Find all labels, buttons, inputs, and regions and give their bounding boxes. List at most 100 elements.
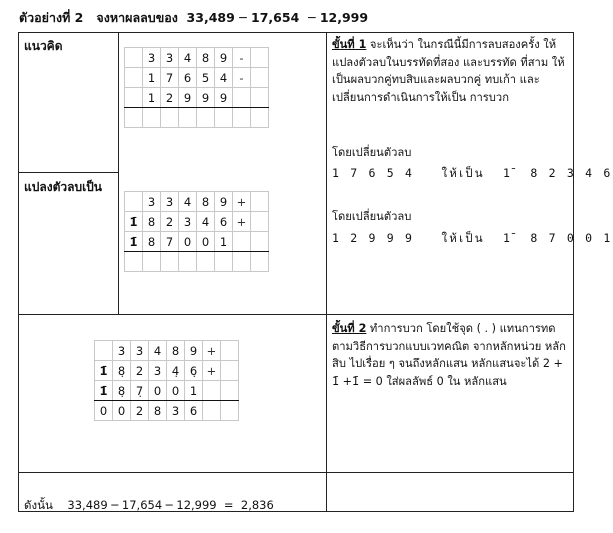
step1-heading: ขั้นที่ 1 xyxy=(332,38,367,51)
step2-heading: ขั้นที่ 2 xyxy=(332,322,367,335)
grid-cell xyxy=(124,251,143,272)
grid-cell xyxy=(250,211,269,232)
grid-cell xyxy=(220,380,239,401)
grid-cell: 7̣ xyxy=(130,380,149,401)
grid-cell: 9 xyxy=(196,87,215,108)
grid-cell: + xyxy=(232,191,251,212)
grid-cell: 2 xyxy=(160,211,179,232)
grid-cell: 2 xyxy=(160,87,179,108)
step1-sub1-label: โดยเปลี่ยนตัวลบ xyxy=(332,146,412,159)
grid-cell: 1 xyxy=(142,67,161,88)
grid-cell xyxy=(214,251,233,272)
grid-cell xyxy=(202,400,221,421)
grid-cell: 7 xyxy=(160,67,179,88)
divider-row-1 xyxy=(18,172,119,173)
grid-cell: 0 xyxy=(112,400,131,421)
grid-cell xyxy=(232,251,251,272)
grid-cell: 3 xyxy=(160,47,179,68)
grid-cell: 3 xyxy=(160,191,179,212)
grid-cell: 1 xyxy=(214,231,233,252)
grid-cell xyxy=(232,87,251,108)
grid-cell xyxy=(160,107,179,128)
grid-cell: 1 xyxy=(142,87,161,108)
grid-cell: 9 xyxy=(214,191,233,212)
grid-cell xyxy=(94,340,113,361)
step1-paragraph: ขั้นที่ 1 จะเห็นว่า ในกรณีนี้มีการลบสองค… xyxy=(332,36,568,106)
grid-cell: 8̣ xyxy=(112,380,131,401)
grid-cell: 1̄ xyxy=(124,211,143,232)
grid-cell: 9 xyxy=(214,47,233,68)
grid-cell: 4 xyxy=(148,340,167,361)
grid-cell: 2 xyxy=(130,400,149,421)
grid-cell xyxy=(196,107,215,128)
grid-cell xyxy=(220,400,239,421)
grid-cell: 5 xyxy=(196,67,215,88)
grid-cell: 4 xyxy=(178,47,197,68)
grid-cell: 8 xyxy=(196,47,215,68)
grid-cell: 6 xyxy=(214,211,233,232)
grid-cell: 0 xyxy=(196,231,215,252)
grid-cell xyxy=(250,47,269,68)
grid-row xyxy=(124,107,269,128)
example-table xyxy=(18,32,574,512)
grid-cell xyxy=(202,380,221,401)
grid-cell xyxy=(232,107,251,128)
grid-cell: 4 xyxy=(196,211,215,232)
grid-cell: + xyxy=(202,360,221,381)
grid-cell: 4̣ xyxy=(166,360,185,381)
grid-cell: 8 xyxy=(196,191,215,212)
grid-cell xyxy=(124,107,143,128)
grid-cell xyxy=(220,360,239,381)
grid-cell xyxy=(250,191,269,212)
divider-row-3 xyxy=(18,472,574,473)
step2-text: ทำการบวก โดยใช้จุด ( . ) แทนการทดตามวิธี… xyxy=(332,322,566,388)
grid-cell: 6 xyxy=(184,400,203,421)
grid-cell: + xyxy=(232,211,251,232)
grid-row xyxy=(124,251,269,272)
divider-row-2 xyxy=(18,314,574,315)
grid-cell: 0 xyxy=(94,400,113,421)
grid-cell xyxy=(250,251,269,272)
grid-cell xyxy=(214,107,233,128)
step1-sub1-line: 1 7 6 5 4 ให้เป็น 1̄ 8 2 3 4 6 xyxy=(332,166,613,180)
grid-cell: 9 xyxy=(184,340,203,361)
grid-cell: 6 xyxy=(178,67,197,88)
grid-cell: 3 xyxy=(148,360,167,381)
step2-paragraph: ขั้นที่ 2 ทำการบวก โดยใช้จุด ( . ) แทนกา… xyxy=(332,320,568,390)
grid-cell xyxy=(250,67,269,88)
grid-cell: 2 xyxy=(130,360,149,381)
conclusion: ดังนั้น 33,489 ─ 17,654 ─ 12,999 = 2,836 xyxy=(24,498,274,512)
grid-cell: 1̄ xyxy=(94,360,113,381)
grid-cell: 3 xyxy=(178,211,197,232)
grid-cell: 8 xyxy=(142,211,161,232)
grid-cell xyxy=(160,251,179,272)
concept-label: แนวคิด xyxy=(24,39,63,53)
grid-cell xyxy=(124,191,143,212)
grid-cell xyxy=(142,107,161,128)
grid-cell xyxy=(124,87,143,108)
divider-col-left xyxy=(118,32,119,314)
grid-cell: - xyxy=(232,67,251,88)
grid-cell: 0 xyxy=(148,380,167,401)
example-title: ตัวอย่างที่ 2 จงหาผลลบของ 33,489 ─ 17,65… xyxy=(19,10,369,25)
grid-cell: 8 xyxy=(142,231,161,252)
grid-cell xyxy=(250,87,269,108)
divider-col-right xyxy=(326,32,327,512)
grid-cell: 3 xyxy=(142,47,161,68)
step1-sub2-line: 1 2 9 9 9 ให้เป็น 1̄ 8 7 0 0 1 xyxy=(332,231,613,245)
grid-cell xyxy=(196,251,215,272)
grid-cell xyxy=(142,251,161,272)
grid-cell: 3 xyxy=(166,400,185,421)
grid-cell: 0 xyxy=(166,380,185,401)
grid-cell xyxy=(124,47,143,68)
